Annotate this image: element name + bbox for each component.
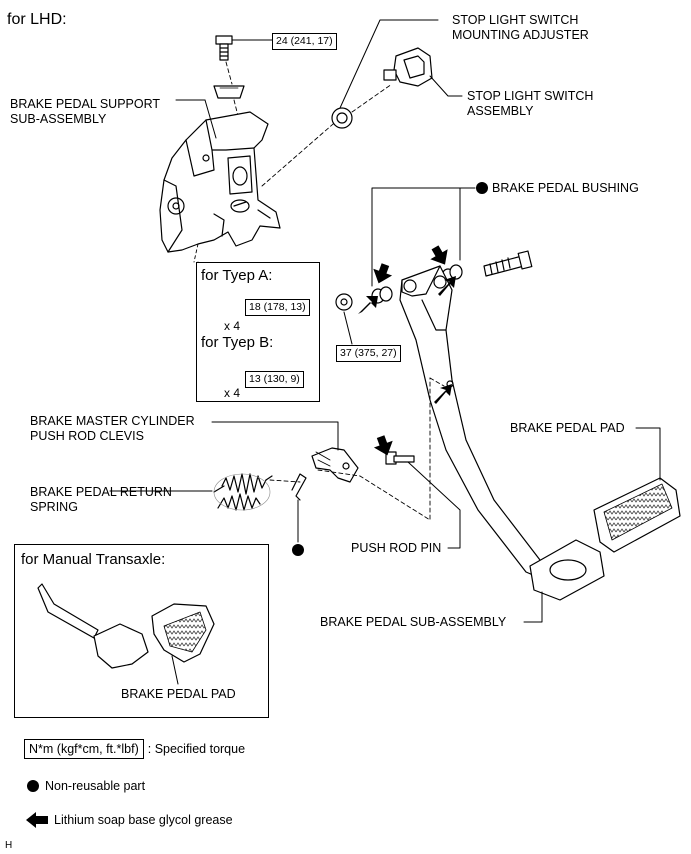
push-rod-clevis — [311, 447, 359, 483]
grease-arrow-3 — [430, 245, 448, 265]
label-push-rod-pin: PUSH ROD PIN — [351, 541, 442, 555]
nonreusable-dot-bushing — [476, 182, 488, 194]
grease-arrow-6 — [373, 435, 393, 456]
grease-arrow-1 — [373, 263, 393, 284]
nonreusable-dot-legend — [27, 780, 39, 792]
nonreusable-dot-clip — [292, 544, 304, 556]
type-a-qty: x 4 — [224, 319, 241, 333]
support-bolt — [215, 35, 233, 61]
push-rod-pin — [385, 451, 415, 465]
type-b-title: for Tyep B: — [201, 334, 274, 351]
manual-pad-label: BRAKE PEDAL PAD — [121, 687, 236, 701]
label-pedal-support: BRAKE PEDAL SUPPORT SUB-ASSEMBLY — [10, 97, 161, 126]
torque-type-b: 13 (130, 9) — [245, 371, 304, 388]
pivot-nut — [335, 293, 353, 311]
legend-torque-text: : Specified torque — [147, 742, 246, 756]
legend-torque: N*m (kgf*cm, ft.*lbf) : Specified torque — [24, 739, 245, 759]
grease-arrow-4 — [438, 276, 456, 296]
manual-panel-title: for Manual Transaxle: — [21, 551, 166, 568]
manual-transaxle-panel: for Manual Transaxle: BRAKE PEDAL PAD — [14, 544, 269, 718]
type-panel: for Tyep A: 18 (178, 13) x 4 for Tyep B:… — [196, 262, 320, 402]
label-pedal-pad: BRAKE PEDAL PAD — [510, 421, 625, 435]
legend-grease: Lithium soap base glycol grease — [54, 813, 233, 827]
grease-arrow-2 — [358, 296, 378, 314]
pedal-pad-main — [529, 539, 605, 601]
pedal-support-bracket — [159, 111, 281, 263]
legend-torque-box: N*m (kgf*cm, ft.*lbf) — [24, 739, 144, 759]
label-stop-switch-adjuster: STOP LIGHT SWITCH MOUNTING ADJUSTER — [452, 13, 589, 42]
pedal-pad-separate — [593, 477, 681, 553]
grease-arrow-legend — [26, 812, 48, 828]
label-pedal-bushing: BRAKE PEDAL BUSHING — [492, 181, 639, 195]
grease-arrow-5 — [434, 384, 452, 404]
clip-nut — [213, 85, 245, 99]
manual-pedal-drawing — [37, 583, 215, 669]
variant-heading: for LHD: — [7, 11, 67, 28]
torque-pivot-nut: 37 (375, 27) — [336, 345, 401, 362]
torque-support-bolt: 24 (241, 17) — [272, 33, 337, 50]
legend-nonreusable: Non-reusable part — [45, 779, 146, 793]
footer-code: H — [5, 840, 13, 851]
stop-switch-adjuster — [331, 107, 353, 129]
label-master-cylinder-clevis: BRAKE MASTER CYLINDER PUSH ROD CLEVIS — [30, 414, 195, 443]
label-pedal-sub-assembly: BRAKE PEDAL SUB-ASSEMBLY — [320, 615, 507, 629]
retaining-clip — [291, 473, 307, 501]
return-spring — [213, 473, 273, 511]
type-b-qty: x 4 — [224, 386, 241, 400]
torque-type-a: 18 (178, 13) — [245, 299, 310, 316]
type-a-title: for Tyep A: — [201, 267, 273, 284]
stop-switch-assembly — [383, 47, 433, 87]
label-return-spring: BRAKE PEDAL RETURN SPRING — [30, 485, 172, 514]
label-stop-switch-assembly: STOP LIGHT SWITCH ASSEMBLY — [467, 89, 594, 118]
pivot-bolt — [483, 250, 533, 277]
